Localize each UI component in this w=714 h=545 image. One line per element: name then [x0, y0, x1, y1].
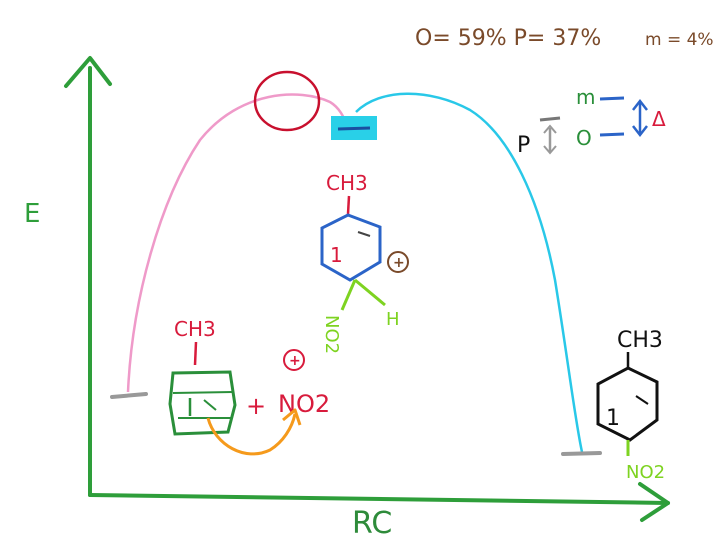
transition-circle	[253, 70, 321, 132]
intermediate-ring	[320, 213, 382, 282]
energy-levels: P m O Δ	[517, 85, 666, 158]
intermediate-ring-mark: 1	[330, 243, 343, 267]
electrophile-no2-label: NO2	[278, 390, 330, 418]
o-label: O	[576, 126, 592, 150]
product-level	[561, 451, 602, 456]
falling-curve	[355, 92, 584, 453]
m-label: m	[576, 85, 595, 109]
plus-sign: +	[246, 392, 266, 420]
product-ring-mark: 1	[606, 406, 620, 431]
electrophile-charge	[283, 349, 305, 371]
reactant-level	[110, 392, 148, 399]
intermediate-no2-label: NO2	[321, 315, 342, 354]
rising-curve	[126, 93, 349, 393]
m-ratio-text: m = 4%	[645, 30, 714, 50]
svg-text:+: +	[393, 255, 405, 271]
y-axis-label: E	[24, 199, 40, 229]
product-structure: CH3 1 NO2	[596, 328, 665, 483]
x-axis-label: RC	[352, 506, 392, 541]
x-axis	[88, 482, 670, 522]
intermediate-charge	[387, 251, 409, 273]
reactant-ring	[168, 370, 237, 436]
attack-arrow	[206, 408, 302, 456]
electrophile: + NO2	[278, 349, 330, 418]
reactant-ch3-label: CH3	[174, 317, 216, 341]
y-axis	[64, 56, 112, 497]
p-label: P	[517, 133, 530, 158]
transition-state-box	[331, 116, 377, 140]
reactant-toluene: CH3	[168, 317, 237, 436]
svg-text:+: +	[289, 353, 301, 369]
intermediate-ch3-label: CH3	[326, 171, 368, 195]
intermediate-structure: CH3 1 + NO2 H	[320, 171, 409, 354]
product-ring	[596, 366, 659, 442]
intermediate-h-label: H	[386, 309, 400, 330]
delta-label: Δ	[652, 107, 666, 131]
ratio-text: O= 59% P= 37%	[415, 26, 601, 51]
product-no2-label: NO2	[626, 462, 665, 483]
product-ch3-label: CH3	[617, 328, 663, 353]
